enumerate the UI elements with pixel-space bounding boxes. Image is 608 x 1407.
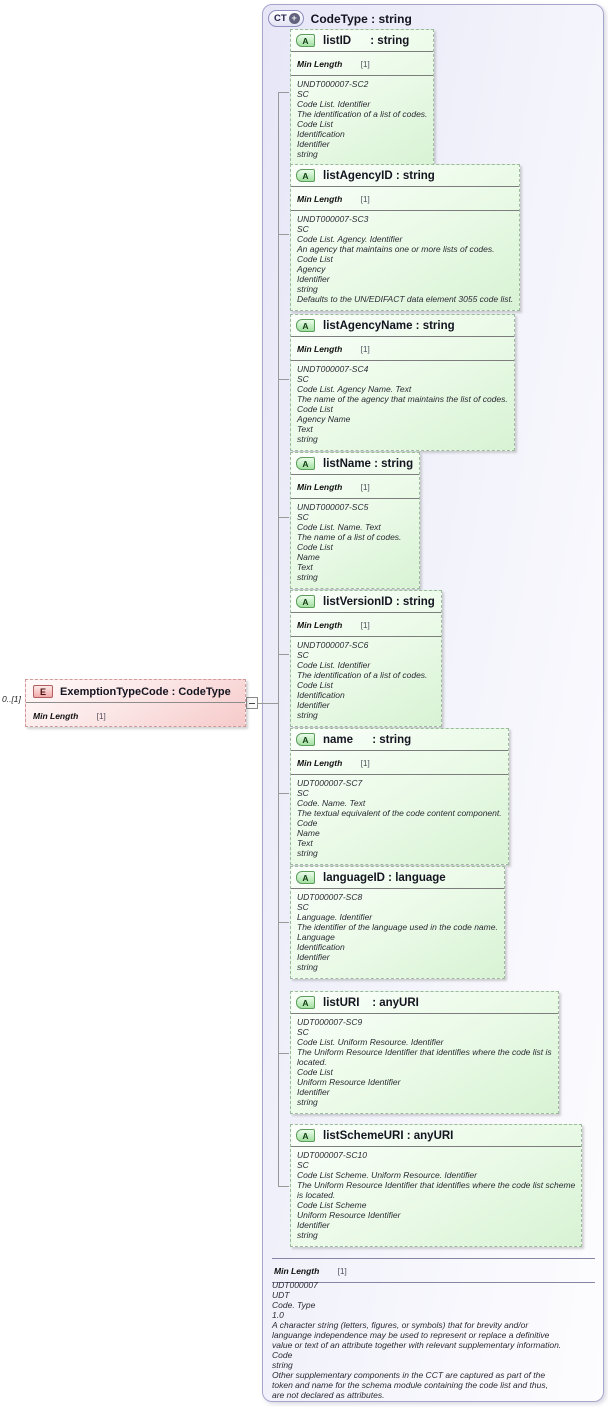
attribute-box-languageID[interactable]: A languageID : language UDT000007-SC8 SC… — [290, 866, 505, 979]
element-header: E ExemptionTypeCode : CodeType — [26, 680, 245, 703]
attribute-title: listURI : anyURI — [323, 996, 419, 1009]
annotation-text: UNDT000007-SC4 SC Code List. Agency Name… — [297, 364, 508, 444]
element-icon: E — [33, 685, 53, 698]
facet-value: [1] — [360, 345, 370, 354]
attribute-header: A listID : string — [291, 30, 434, 52]
ct-badge-label: CT — [274, 13, 287, 24]
facet-label: Min Length — [297, 59, 343, 69]
element-title: ExemptionTypeCode : CodeType — [60, 685, 231, 698]
complex-type-badge: CT + — [268, 10, 304, 27]
connector-stub — [278, 1053, 289, 1054]
attribute-icon: A — [296, 733, 315, 746]
facet-label: Min Length — [297, 344, 343, 354]
facet-row: Min Length [1] — [291, 337, 514, 361]
attribute-header: A name : string — [291, 729, 508, 751]
attribute-icon: A — [296, 1129, 315, 1142]
facet-value: [1] — [360, 195, 370, 204]
attribute-box-listSchemeURI[interactable]: A listSchemeURI : anyURI UDT000007-SC10 … — [290, 1124, 583, 1247]
complex-type-header[interactable]: CT + CodeType : string — [268, 10, 412, 27]
attribute-header: A listVersionID : string — [291, 591, 441, 613]
attribute-box-name[interactable]: A name : string Min Length [1] UDT000007… — [290, 728, 509, 865]
facet-row: Min Length [1] — [291, 751, 508, 775]
attribute-box-listAgencyName[interactable]: A listAgencyName : string Min Length [1]… — [290, 314, 515, 451]
connector-stub — [278, 92, 289, 93]
attribute-title: listVersionID : string — [323, 595, 435, 608]
attribute-box-listAgencyID[interactable]: A listAgencyID : string Min Length [1] U… — [290, 164, 521, 311]
annotation-text: UNDT000007-SC5 SC Code List. Name. Text … — [297, 502, 402, 582]
annotation-text: UNDT000007-SC2 SC Code List. Identifier … — [297, 79, 428, 159]
attribute-header: A listAgencyID : string — [291, 165, 520, 187]
facet-row: Min Length [1] — [291, 613, 441, 637]
attribute-title: listAgencyName : string — [323, 319, 455, 332]
attribute-header: A listSchemeURI : anyURI — [291, 1125, 582, 1147]
facet-label: Min Length — [297, 482, 343, 492]
facet-label: Min Length — [33, 711, 79, 721]
attribute-icon: A — [296, 996, 315, 1009]
connector-stub — [278, 379, 289, 380]
attribute-icon: A — [296, 319, 315, 332]
annotation-text: UDT000007-SC10 SC Code List Scheme. Unif… — [297, 1150, 576, 1240]
facet-label: Min Length — [297, 194, 343, 204]
complex-type-title: CodeType : string — [310, 11, 412, 26]
annotation-text: UNDT000007-SC3 SC Code List. Agency. Ide… — [297, 214, 514, 304]
element-box[interactable]: E ExemptionTypeCode : CodeType Min Lengt… — [25, 679, 246, 727]
facet-label: Min Length — [274, 1266, 320, 1276]
facet-value: [1] — [96, 712, 106, 721]
facet-row: Min Length [1] — [291, 52, 434, 76]
attribute-title: languageID : language — [323, 871, 446, 884]
complex-type-box[interactable]: CT + CodeType : string A listID : string… — [262, 4, 604, 1402]
ct-annotation-text: UDT000007 UDT Code. Type 1.0 A character… — [272, 1280, 562, 1400]
facet-row: Min Length [1] — [291, 475, 420, 499]
occurrence-label: 0..[1] — [2, 694, 21, 704]
attribute-icon: A — [296, 595, 315, 608]
annotation-text: UDT000007-SC8 SC Language. Identifier Th… — [297, 892, 498, 972]
facet-value: [1] — [360, 60, 370, 69]
facet-value: [1] — [360, 621, 370, 630]
facet-value: [1] — [360, 759, 370, 768]
facet-label: Min Length — [297, 620, 343, 630]
connector-stub — [278, 922, 289, 923]
attribute-icon: A — [296, 457, 315, 470]
attribute-icon: A — [296, 871, 315, 884]
attribute-box-listVersionID[interactable]: A listVersionID : string Min Length [1] … — [290, 590, 442, 727]
attribute-icon: A — [296, 169, 315, 182]
annotation-text: UDT000007-SC9 SC Code List. Uniform Reso… — [297, 1017, 552, 1107]
connector-stub — [278, 793, 289, 794]
connector-line — [258, 703, 278, 704]
annotation-text: UDT000007-SC7 SC Code. Name. Text The te… — [297, 778, 502, 858]
attribute-title: listSchemeURI : anyURI — [323, 1129, 454, 1142]
collapse-handle-icon[interactable] — [246, 697, 258, 709]
connector-stub — [278, 654, 289, 655]
attribute-box-listName[interactable]: A listName : string Min Length [1] UNDT0… — [290, 452, 421, 589]
connector-stub — [278, 517, 289, 518]
attribute-header: A listName : string — [291, 453, 420, 475]
attribute-box-listID[interactable]: A listID : string Min Length [1] UNDT000… — [290, 29, 435, 166]
element-facet-row: Min Length [1] — [26, 703, 245, 727]
attribute-title: listName : string — [323, 457, 414, 470]
ct-facet-row: Min Length [1] — [272, 1258, 595, 1283]
attribute-title: name : string — [323, 733, 412, 746]
attribute-box-listURI[interactable]: A listURI : anyURI UDT000007-SC9 SC Code… — [290, 991, 559, 1114]
facet-row: Min Length [1] — [291, 187, 520, 211]
attribute-title: listID : string — [323, 34, 410, 47]
annotation-text: UNDT000007-SC6 SC Code List. Identifier … — [297, 640, 428, 720]
attribute-header: A listAgencyName : string — [291, 315, 514, 337]
attribute-icon: A — [296, 34, 315, 47]
facet-value: [1] — [360, 483, 370, 492]
facet-label: Min Length — [297, 758, 343, 768]
attribute-header: A languageID : language — [291, 867, 504, 889]
attribute-tree-line — [278, 92, 279, 1186]
attribute-header: A listURI : anyURI — [291, 992, 558, 1014]
plus-icon[interactable]: + — [288, 13, 300, 24]
attribute-title: listAgencyID : string — [323, 169, 435, 182]
connector-stub — [278, 1186, 289, 1187]
connector-stub — [278, 234, 289, 235]
facet-value: [1] — [337, 1267, 347, 1276]
